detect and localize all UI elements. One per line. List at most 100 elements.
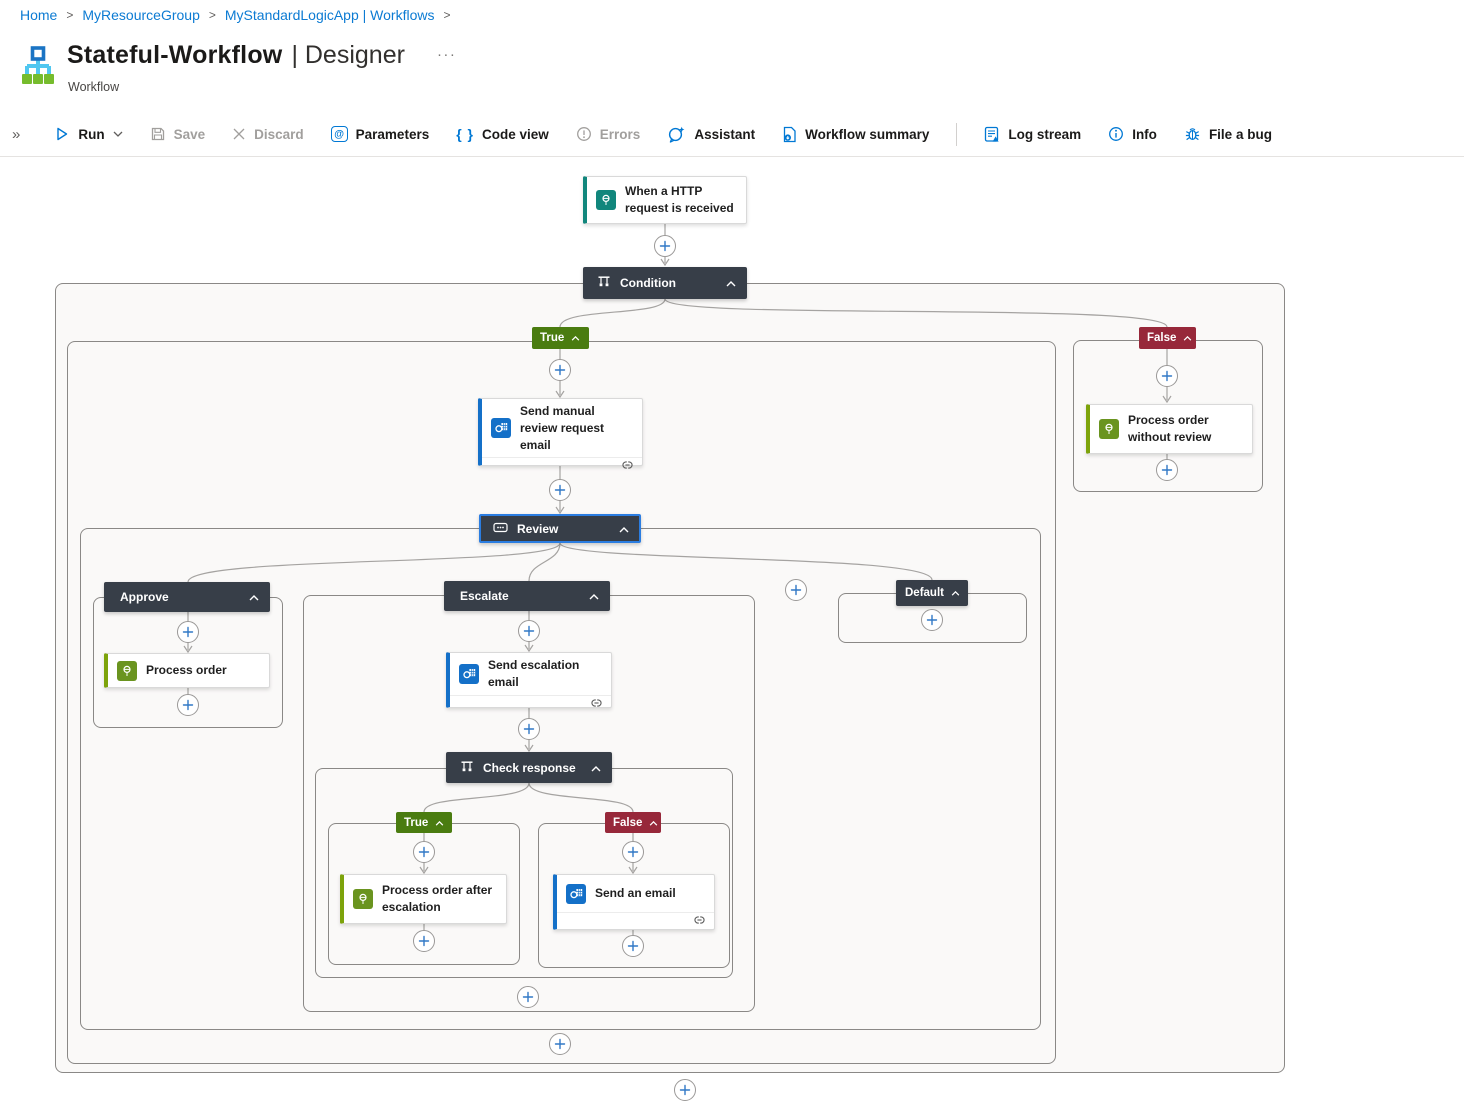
review-switch-node[interactable]: Review bbox=[479, 514, 641, 543]
true-branch-badge[interactable]: True bbox=[532, 327, 589, 349]
node-label: Process order bbox=[146, 663, 227, 678]
action-node-process-order-without-review[interactable]: Process order without review bbox=[1086, 404, 1253, 454]
add-action-button[interactable] bbox=[622, 935, 644, 957]
add-action-button[interactable] bbox=[549, 359, 571, 381]
document-download-icon bbox=[782, 126, 797, 143]
close-icon bbox=[232, 127, 246, 141]
node-label: Check response bbox=[483, 760, 576, 775]
add-action-button[interactable] bbox=[177, 621, 199, 643]
inline-code-icon bbox=[117, 660, 137, 681]
info-button[interactable]: Info bbox=[1108, 126, 1157, 142]
action-node-send-manual-review-request-email[interactable]: Send manual review request email bbox=[478, 398, 643, 469]
switch-icon bbox=[493, 522, 508, 536]
add-action-button[interactable] bbox=[517, 986, 539, 1008]
default-case-header[interactable]: Default bbox=[896, 580, 968, 606]
case-label: Approve bbox=[120, 590, 169, 604]
add-action-button[interactable] bbox=[921, 609, 943, 631]
breadcrumb-logic-app-workflows[interactable]: MyStandardLogicApp | Workflows bbox=[224, 7, 435, 23]
outlook-icon bbox=[566, 883, 586, 904]
add-action-button[interactable] bbox=[177, 694, 199, 716]
action-node-send-escalation-email[interactable]: Send escalation email bbox=[446, 652, 612, 708]
log-stream-label: Log stream bbox=[1008, 126, 1082, 142]
add-action-button[interactable] bbox=[518, 718, 540, 740]
breadcrumb-home[interactable]: Home bbox=[20, 7, 58, 23]
add-action-button[interactable] bbox=[518, 620, 540, 642]
log-stream-button[interactable]: Log stream bbox=[984, 126, 1081, 143]
command-bar: » Run Save Discard @ Parameters bbox=[0, 115, 1464, 153]
breadcrumb-separator: > bbox=[66, 8, 74, 22]
node-label: Process order after escalation bbox=[382, 883, 493, 914]
save-icon bbox=[150, 126, 166, 142]
breadcrumb-resource-group[interactable]: MyResourceGroup bbox=[82, 7, 200, 23]
condition-icon bbox=[597, 275, 611, 291]
false-branch-badge[interactable]: False bbox=[1139, 327, 1196, 349]
run-label: Run bbox=[78, 126, 105, 142]
connection-icon bbox=[692, 912, 707, 930]
badge-label: True bbox=[404, 816, 429, 829]
approve-case-header[interactable]: Approve bbox=[104, 582, 270, 612]
bug-icon bbox=[1184, 126, 1201, 142]
breadcrumb: Home > MyResourceGroup > MyStandardLogic… bbox=[20, 7, 451, 23]
node-label: Send escalation email bbox=[488, 658, 580, 689]
code-braces-icon: { } bbox=[456, 126, 475, 142]
chevron-down-icon bbox=[113, 131, 123, 137]
file-a-bug-button[interactable]: File a bug bbox=[1184, 126, 1272, 142]
view-name: | Designer bbox=[291, 41, 405, 69]
assistant-button[interactable]: Assistant bbox=[667, 126, 755, 143]
parameters-button[interactable]: @ Parameters bbox=[330, 126, 430, 142]
add-action-button[interactable] bbox=[413, 930, 435, 952]
badge-label: False bbox=[613, 816, 643, 829]
chevron-up-icon bbox=[249, 590, 259, 604]
add-action-button[interactable] bbox=[549, 1033, 571, 1055]
workflow-summary-label: Workflow summary bbox=[805, 126, 930, 142]
check-false-badge[interactable]: False bbox=[605, 812, 661, 833]
condition-icon bbox=[460, 760, 474, 776]
add-action-button[interactable] bbox=[674, 1079, 696, 1101]
chevron-up-icon bbox=[951, 587, 960, 599]
expand-panel-icon[interactable]: » bbox=[12, 125, 21, 143]
inline-code-icon bbox=[353, 889, 373, 909]
add-case-button[interactable] bbox=[785, 579, 807, 601]
action-node-process-order[interactable]: Process order bbox=[104, 653, 270, 688]
chevron-up-icon bbox=[435, 817, 444, 829]
escalate-case-header[interactable]: Escalate bbox=[444, 581, 610, 611]
discard-button[interactable]: Discard bbox=[232, 127, 304, 142]
http-request-icon bbox=[596, 190, 616, 210]
node-label: When a HTTP request is received bbox=[625, 184, 734, 215]
chevron-up-icon bbox=[571, 332, 580, 344]
add-action-button[interactable] bbox=[1156, 459, 1178, 481]
discard-label: Discard bbox=[254, 126, 304, 142]
action-node-process-order-after-escalation[interactable]: Process order after escalation bbox=[340, 874, 507, 924]
outlook-icon bbox=[491, 418, 511, 439]
badge-label: False bbox=[1147, 332, 1177, 344]
badge-label: True bbox=[540, 332, 565, 344]
condition-node[interactable]: Condition bbox=[583, 267, 747, 299]
play-icon bbox=[54, 126, 70, 142]
case-label: Escalate bbox=[460, 589, 509, 603]
add-action-button[interactable] bbox=[654, 235, 676, 257]
add-action-button[interactable] bbox=[1156, 365, 1178, 387]
errors-label: Errors bbox=[599, 126, 641, 142]
add-action-button[interactable] bbox=[549, 479, 571, 501]
workflow-summary-button[interactable]: Workflow summary bbox=[782, 126, 929, 143]
trigger-node-when-http-request-received[interactable]: When a HTTP request is received bbox=[583, 176, 747, 224]
file-a-bug-label: File a bug bbox=[1208, 126, 1272, 142]
check-true-badge[interactable]: True bbox=[396, 812, 452, 833]
node-label: Send manual review request email bbox=[520, 404, 605, 452]
more-options-button[interactable]: ··· bbox=[436, 46, 457, 63]
save-button[interactable]: Save bbox=[150, 126, 205, 142]
chevron-up-icon bbox=[649, 817, 658, 829]
inline-code-icon bbox=[1099, 419, 1119, 439]
assistant-label: Assistant bbox=[694, 126, 756, 142]
parameters-icon: @ bbox=[330, 126, 348, 142]
page-title: Stateful-Workflow| Designer··· bbox=[67, 41, 456, 70]
check-response-condition-node[interactable]: Check response bbox=[446, 752, 612, 783]
add-action-button[interactable] bbox=[413, 841, 435, 863]
errors-button[interactable]: Errors bbox=[576, 126, 641, 142]
chevron-up-icon bbox=[591, 761, 601, 775]
parameters-label: Parameters bbox=[355, 126, 430, 142]
add-action-button[interactable] bbox=[622, 841, 644, 863]
run-button[interactable]: Run bbox=[54, 126, 123, 142]
code-view-button[interactable]: { } Code view bbox=[456, 126, 549, 142]
action-node-send-an-email[interactable]: Send an email bbox=[553, 874, 715, 930]
